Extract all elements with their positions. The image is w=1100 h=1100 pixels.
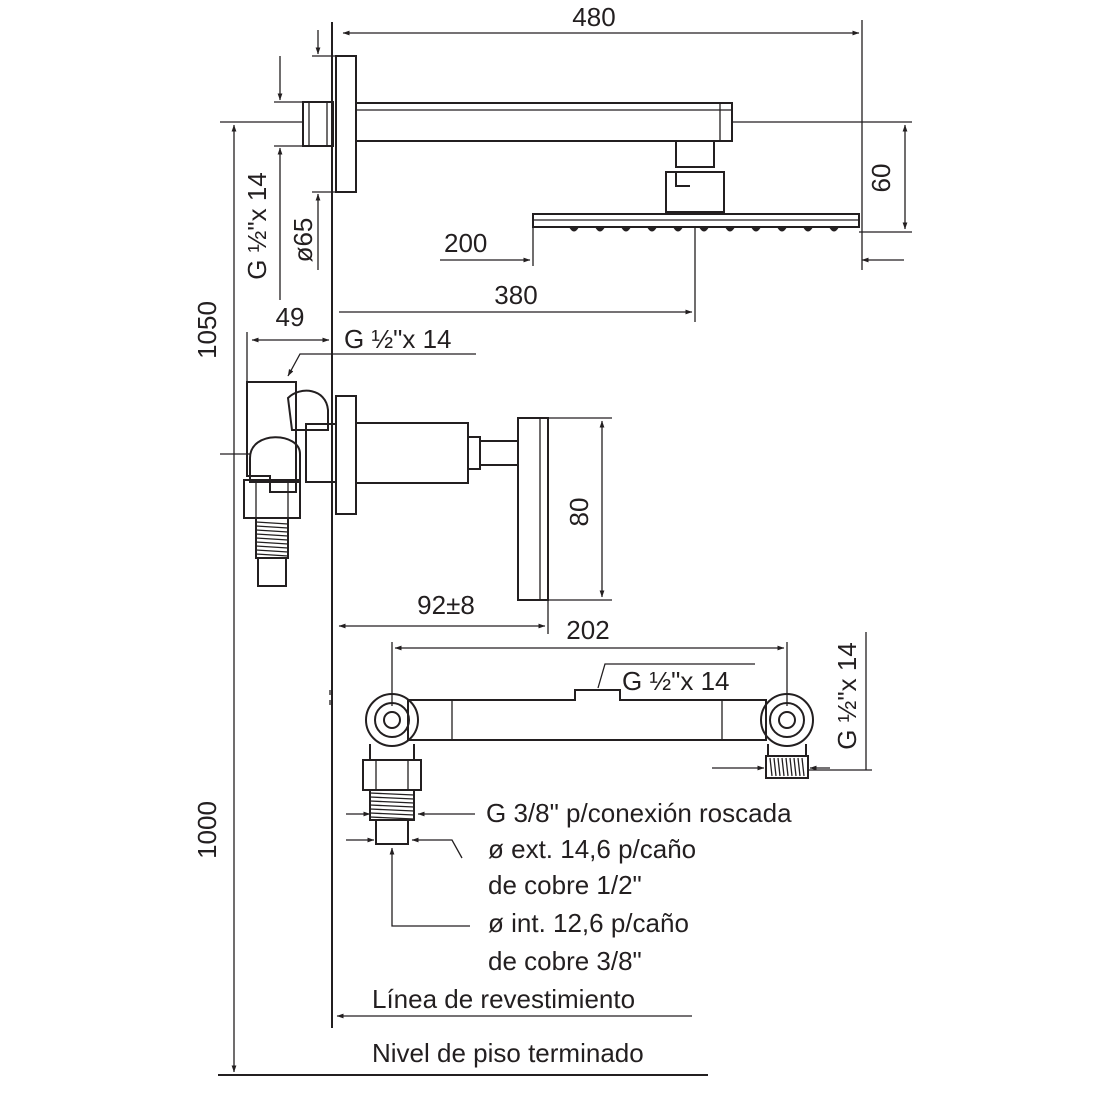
dim-80 bbox=[548, 417, 612, 601]
thread-line bbox=[785, 757, 789, 777]
dim-380 bbox=[339, 227, 696, 322]
dim-label-1000: 1000 bbox=[192, 801, 222, 859]
shower-head-swivel bbox=[665, 140, 725, 213]
nozzle-icon bbox=[647, 227, 657, 232]
connector-left-nut bbox=[362, 759, 422, 791]
dim-label-92: 92±8 bbox=[417, 590, 475, 620]
thread-line bbox=[773, 757, 777, 777]
nozzle-icon bbox=[595, 227, 605, 232]
connector-bar bbox=[407, 689, 767, 741]
shower-wall-flange bbox=[335, 55, 357, 193]
dim-label-thread-vertical: G ½"x 14 bbox=[242, 172, 272, 280]
thread-line bbox=[801, 757, 805, 777]
dim-label-thread-valve: G ½"x 14 bbox=[344, 324, 452, 354]
note-int-diameter-2: de cobre 3/8" bbox=[488, 946, 642, 976]
thread-line bbox=[255, 529, 289, 533]
thread-line bbox=[255, 533, 289, 537]
thread-line bbox=[255, 541, 289, 545]
thread-line bbox=[255, 545, 289, 549]
dim-label-200: 200 bbox=[444, 228, 487, 258]
thread-line bbox=[255, 521, 289, 525]
valve-body bbox=[246, 381, 337, 493]
thread-line bbox=[769, 757, 773, 777]
dim-connector-side-thread bbox=[712, 632, 872, 771]
nozzle-icon bbox=[829, 227, 839, 232]
thread-line bbox=[369, 796, 415, 800]
thread-line bbox=[369, 792, 415, 796]
dim-label-60: 60 bbox=[866, 164, 896, 193]
shower-head-plate bbox=[532, 213, 860, 232]
valve-threaded-nipple bbox=[255, 517, 289, 587]
thread-line bbox=[781, 757, 785, 777]
thread-line bbox=[369, 812, 415, 816]
floor-level-label: Nivel de piso terminado bbox=[372, 1038, 644, 1068]
dim-92 bbox=[338, 600, 549, 634]
dim-label-480: 480 bbox=[572, 2, 615, 32]
thread-line bbox=[777, 757, 781, 777]
thread-line bbox=[369, 808, 415, 812]
leaders-bottom-notes bbox=[329, 690, 475, 927]
dim-label-1050: 1050 bbox=[192, 301, 222, 359]
shower-arm bbox=[355, 102, 733, 142]
dim-label-flange-diameter: ø65 bbox=[288, 218, 318, 263]
connector-right-threads bbox=[765, 755, 809, 779]
nozzle-icon bbox=[621, 227, 631, 232]
dim-1050 bbox=[220, 121, 303, 1073]
dim-label-thread-connector-side: G ½"x 14 bbox=[832, 642, 862, 750]
nozzle-icon bbox=[673, 227, 683, 232]
dim-thread-top bbox=[274, 30, 336, 300]
thread-line bbox=[255, 553, 289, 557]
nozzle-icon bbox=[803, 227, 813, 232]
nozzle-icon bbox=[777, 227, 787, 232]
nozzle-icon bbox=[569, 227, 579, 232]
thread-line bbox=[793, 757, 797, 777]
dim-202 bbox=[391, 642, 788, 706]
note-ext-diameter-2: de cobre 1/2" bbox=[488, 870, 642, 900]
dim-label-202: 202 bbox=[566, 615, 609, 645]
leader-valve-thread bbox=[287, 353, 476, 377]
thread-line bbox=[369, 816, 415, 820]
dim-label-49: 49 bbox=[276, 302, 305, 332]
valve-handle-stem bbox=[355, 422, 519, 484]
dim-label-thread-connector: G ½"x 14 bbox=[622, 666, 730, 696]
note-int-diameter-1: ø int. 12,6 p/caño bbox=[488, 908, 689, 938]
connector-left-threads bbox=[369, 789, 415, 845]
thread-line bbox=[797, 757, 801, 777]
dim-49 bbox=[246, 332, 330, 382]
valve-handle bbox=[517, 417, 549, 601]
dim-label-380: 380 bbox=[494, 280, 537, 310]
thread-line bbox=[369, 800, 415, 804]
dim-480 bbox=[342, 20, 863, 270]
valve-wall-flange bbox=[335, 395, 357, 515]
dim-200 bbox=[440, 227, 904, 266]
thread-line bbox=[255, 537, 289, 541]
dim-60 bbox=[732, 121, 912, 233]
nozzle-icon bbox=[699, 227, 709, 232]
thread-line bbox=[789, 757, 793, 777]
dim-label-80: 80 bbox=[564, 498, 594, 527]
finish-line-label: Línea de revestimiento bbox=[372, 984, 635, 1014]
shower-inlet-fitting bbox=[302, 101, 334, 147]
thread-line bbox=[255, 525, 289, 529]
thread-line bbox=[255, 549, 289, 553]
note-ext-diameter-1: ø ext. 14,6 p/caño bbox=[488, 834, 696, 864]
leader-connector-thread bbox=[597, 663, 755, 689]
nozzle-icon bbox=[725, 227, 735, 232]
nozzle-icon bbox=[751, 227, 761, 232]
valve-union-nut bbox=[243, 479, 301, 519]
thread-line bbox=[369, 804, 415, 808]
note-thread-3-8: G 3/8" p/conexión roscada bbox=[486, 798, 792, 828]
